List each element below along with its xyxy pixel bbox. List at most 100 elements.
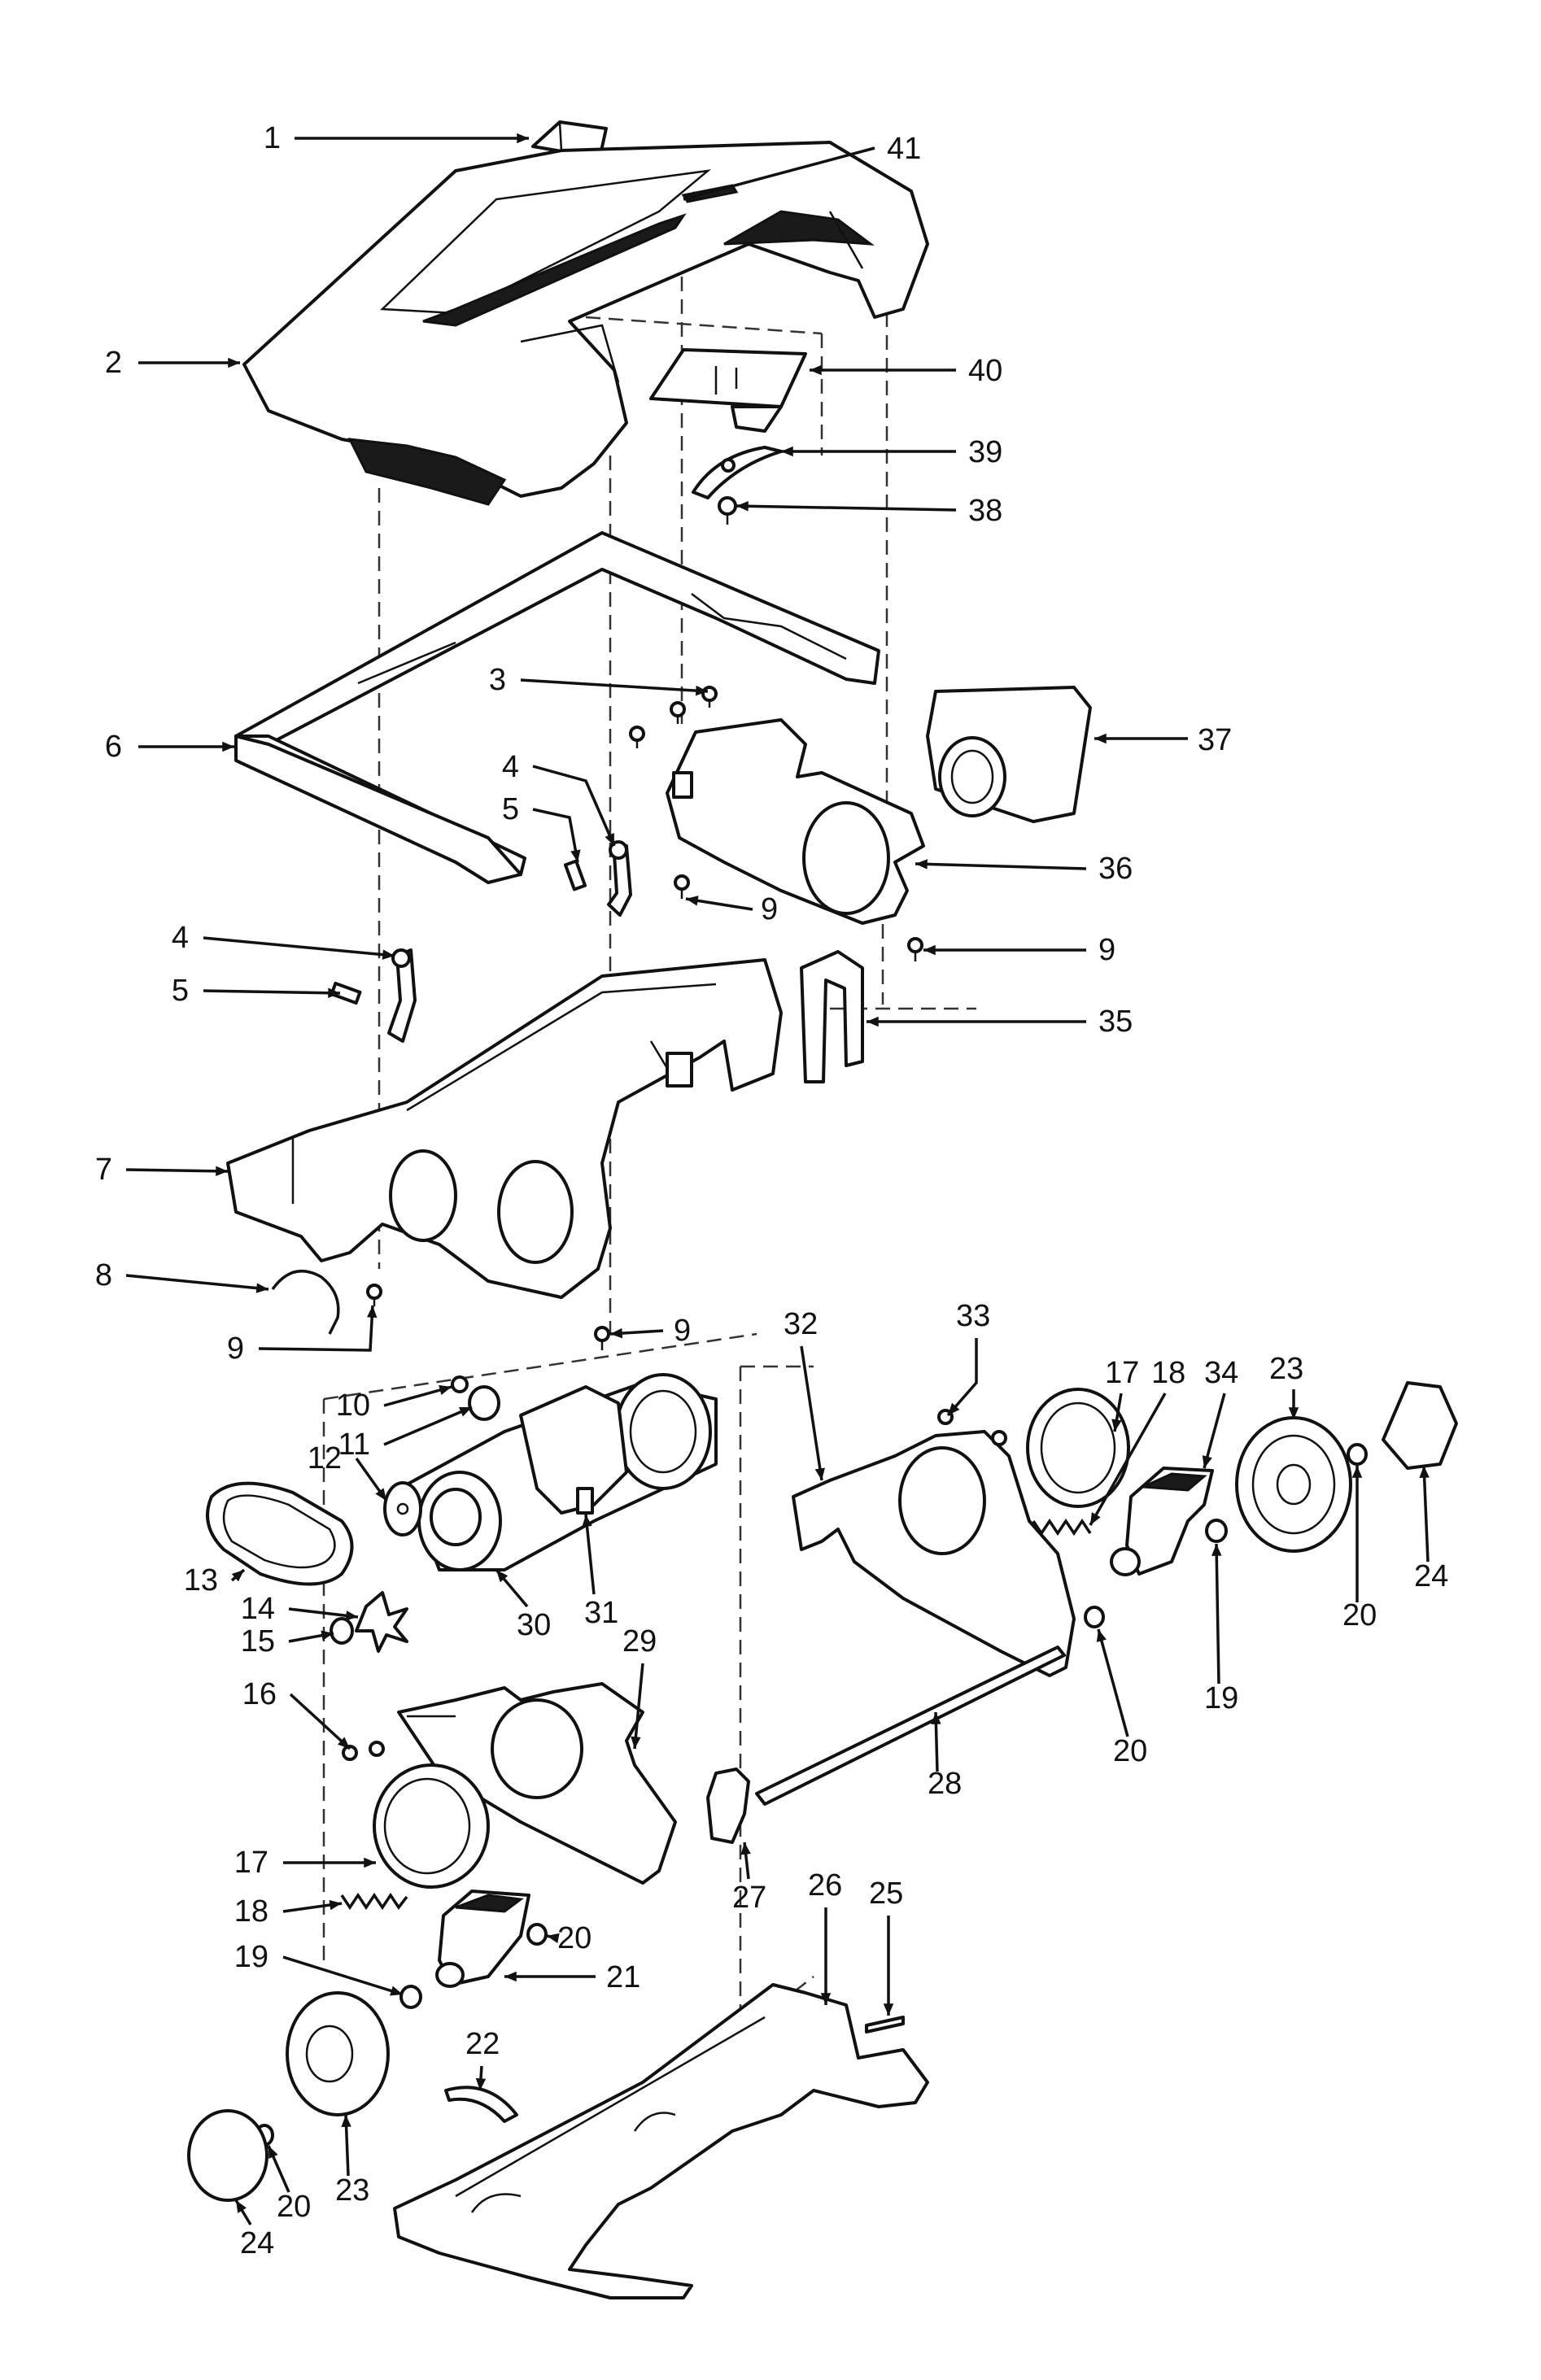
part-18-spring-upper	[1032, 1518, 1092, 1537]
callout-number: 19	[1204, 1681, 1238, 1715]
callout-number: 25	[869, 1877, 903, 1911]
part-40-plate	[649, 348, 807, 433]
callout-33: 33	[946, 1299, 990, 1417]
callout-37: 37	[1094, 723, 1232, 757]
callout-number: 17	[1105, 1356, 1139, 1390]
leader-arrowhead	[923, 944, 936, 956]
leader-line	[532, 765, 616, 847]
leader-line	[1097, 1628, 1129, 1737]
callout-14: 14	[241, 1592, 359, 1626]
part-23-wheel-left	[286, 1991, 390, 2116]
callout-25: 25	[869, 1877, 903, 2016]
callout-number: 41	[887, 132, 921, 166]
leader-line	[633, 1663, 644, 1750]
part-27-adjuster	[706, 1768, 750, 1844]
leader-line	[282, 1955, 404, 1996]
callout-number: 29	[622, 1624, 657, 1659]
leader-arrowhead	[605, 833, 614, 846]
callout-22: 22	[465, 2027, 500, 2091]
callout-27: 27	[732, 1842, 766, 1915]
leader-line	[532, 808, 579, 863]
part-28-axle	[755, 1646, 1066, 1806]
leader-arrowhead	[364, 1857, 376, 1868]
leader-line	[383, 1406, 473, 1446]
part-6-handle-frame	[234, 531, 880, 884]
leader-arrowhead	[1211, 1544, 1222, 1556]
leader-line	[258, 1305, 374, 1352]
part-7-motor-housing	[226, 958, 783, 1299]
callout-number: 9	[227, 1332, 244, 1366]
callout-number: 2	[105, 346, 122, 380]
callout-number: 6	[105, 730, 122, 764]
leader-line	[736, 504, 957, 512]
part-23-wheel-right	[1235, 1416, 1352, 1553]
leader-arrowhead	[341, 2115, 351, 2127]
callout-number: 9	[1098, 933, 1115, 967]
callout-17: 17	[1105, 1356, 1139, 1432]
callout-3: 3	[489, 663, 709, 697]
callout-number: 20	[1113, 1734, 1147, 1768]
callout-number: 4	[502, 750, 519, 784]
part-38-screw	[718, 496, 737, 525]
callout-9: 9	[685, 892, 778, 926]
leader-arrowhead	[1288, 1407, 1299, 1419]
part-19-washers	[399, 1519, 1228, 2009]
callout-30: 30	[495, 1568, 551, 1642]
leader-arrowhead	[345, 1611, 358, 1621]
callout-19: 19	[1204, 1543, 1238, 1715]
callout-number: 23	[1269, 1352, 1303, 1386]
leader-arrowhead	[814, 1467, 825, 1480]
leader-line	[800, 1345, 823, 1481]
callout-number: 5	[172, 974, 189, 1008]
leader-arrowhead	[867, 1016, 879, 1027]
callout-number: 39	[968, 435, 1002, 469]
callout-18: 18	[1089, 1356, 1185, 1526]
callout-21: 21	[504, 1960, 640, 1994]
callout-24: 24	[234, 2199, 274, 2260]
callout-number: 5	[502, 792, 519, 826]
leader-arrowhead	[216, 1166, 228, 1176]
callout-20: 20	[1096, 1628, 1147, 1768]
callout-20: 20	[1342, 1466, 1377, 1632]
callout-18: 18	[234, 1894, 343, 1929]
leader-line	[584, 1514, 596, 1595]
callout-20: 20	[546, 1921, 592, 1955]
leader-arrowhead	[1202, 1455, 1212, 1468]
callout-23: 23	[1269, 1352, 1303, 1419]
callout-17: 17	[234, 1846, 376, 1880]
leader-arrowhead	[231, 1570, 244, 1582]
callout-number: 26	[808, 1868, 842, 1903]
callout-number: 20	[277, 2190, 311, 2224]
leader-arrowhead	[781, 446, 793, 457]
callout-number: 24	[240, 2226, 274, 2260]
callout-16: 16	[242, 1677, 351, 1750]
leader-arrowhead	[810, 364, 822, 376]
part-8-wire	[271, 1270, 340, 1335]
leader-arrowhead	[517, 133, 529, 144]
leader-arrowhead	[686, 896, 699, 906]
callout-number: 9	[761, 892, 778, 926]
callout-9: 9	[609, 1314, 691, 1348]
leader-arrowhead	[1419, 1466, 1430, 1478]
part-37-exhaust-housing	[926, 686, 1092, 823]
callout-number: 17	[234, 1846, 268, 1880]
callout-number: 18	[1151, 1356, 1185, 1390]
part-17-ring-left	[373, 1763, 490, 1889]
callout-11: 11	[338, 1406, 473, 1462]
leader-arrowhead	[883, 2003, 894, 2016]
leader-line	[1089, 1393, 1167, 1526]
leader-arrowhead	[931, 1712, 941, 1724]
callout-2: 2	[105, 346, 240, 380]
callout-number: 19	[234, 1940, 268, 1974]
leader-arrowhead	[736, 501, 749, 512]
callout-29: 29	[622, 1624, 657, 1750]
callout-number: 3	[489, 663, 506, 697]
part-33-screws	[937, 1409, 1007, 1446]
leader-arrowhead	[459, 1407, 472, 1417]
callout-4: 4	[172, 921, 395, 960]
callout-number: 10	[336, 1388, 370, 1423]
callout-number: 20	[1342, 1598, 1377, 1632]
part-4-latch-lower	[387, 948, 417, 1043]
leader-arrowhead	[337, 1737, 350, 1749]
callout-13: 13	[184, 1563, 246, 1598]
